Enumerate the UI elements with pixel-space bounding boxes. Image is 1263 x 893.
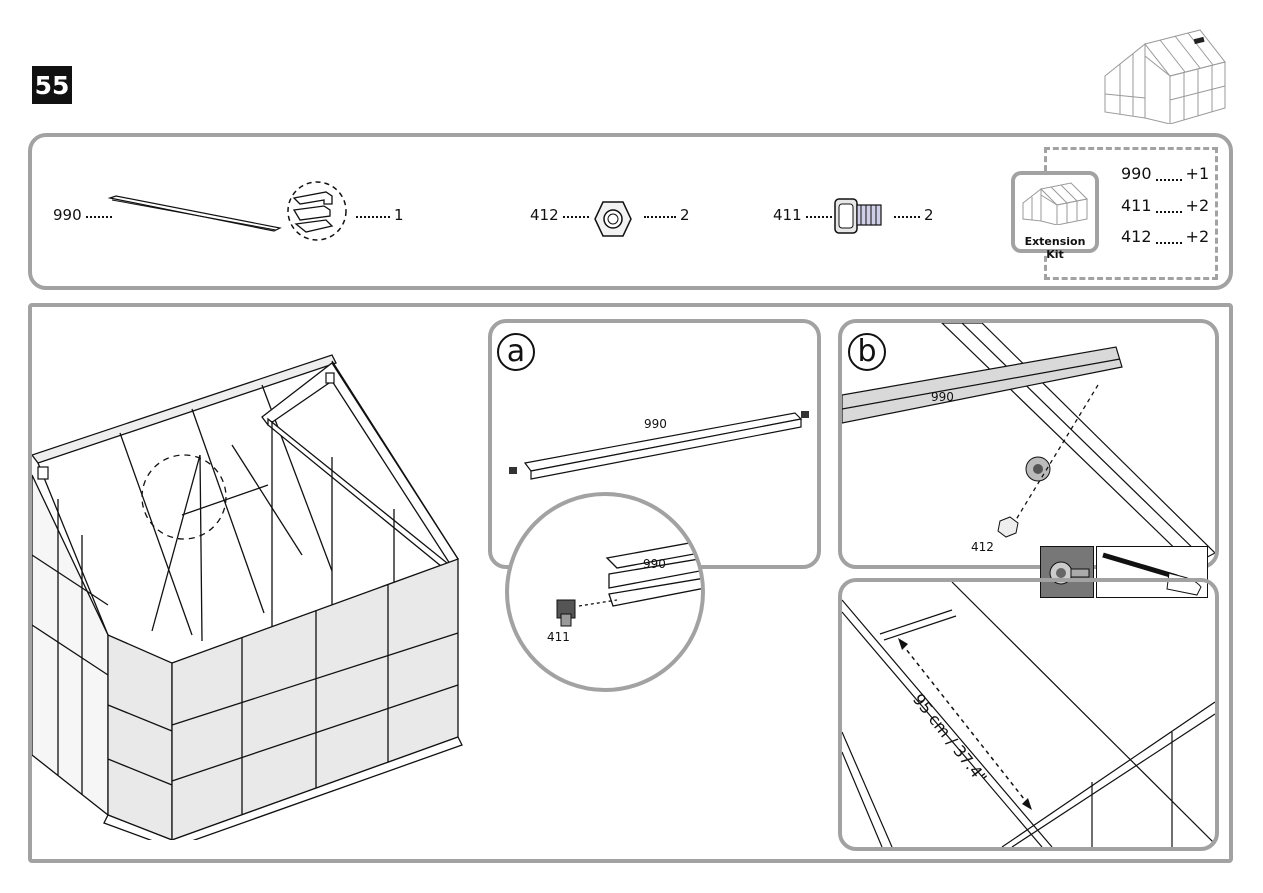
step-number: 55 (32, 66, 72, 104)
detail-b-illustration (842, 323, 1215, 565)
greenhouse-thumbnail-icon (1104, 29, 1226, 124)
extension-kit-greenhouse-icon (1022, 182, 1089, 225)
extension-kit-box (1044, 147, 1218, 280)
detail-a-letter: a (497, 333, 535, 371)
detail-a-bar-label: 990 (644, 417, 667, 431)
detail-b-bar-label: 990 (931, 390, 954, 404)
part-990-qty: 1 (352, 206, 404, 224)
assembly-panel (28, 303, 1233, 863)
detail-a-bolt-label: 411 (547, 630, 570, 644)
parts-panel (28, 133, 1233, 290)
extension-kit-label: Extension Kit (1024, 235, 1086, 261)
extension-kit-badge: Extension Kit (1011, 171, 1099, 261)
bolt-icon (834, 198, 882, 234)
hex-nut-icon (594, 201, 632, 237)
detail-a-zoom-circle (505, 492, 705, 692)
part-411-code: 411 (773, 206, 836, 224)
part-990-code: 990 (53, 206, 116, 224)
part-412-qty: 2 (640, 206, 690, 224)
ext-item-990: 990+1 (1121, 164, 1210, 183)
detail-b-nut-label: 412 (971, 540, 994, 554)
detail-c-panel: 95 cm / 37.4" (838, 578, 1219, 851)
detail-a-zoom-illustration (556, 541, 701, 627)
detail-a-bar-illustration (509, 411, 809, 480)
greenhouse-assembly-illustration (32, 354, 463, 840)
profile-bar-icon (108, 195, 282, 232)
detail-a-zoom-bar-label: 990 (643, 557, 666, 571)
detail-c-illustration (842, 582, 1215, 847)
tool-inset-hand (1096, 546, 1208, 598)
part-411-qty: 2 (890, 206, 934, 224)
ext-item-412: 412+2 (1121, 227, 1210, 246)
part-412-code: 412 (530, 206, 593, 224)
detail-b-letter: b (848, 333, 886, 371)
profile-section-zoom-icon (287, 181, 347, 241)
ext-item-411: 411+2 (1121, 196, 1210, 215)
detail-b-panel (838, 319, 1219, 569)
